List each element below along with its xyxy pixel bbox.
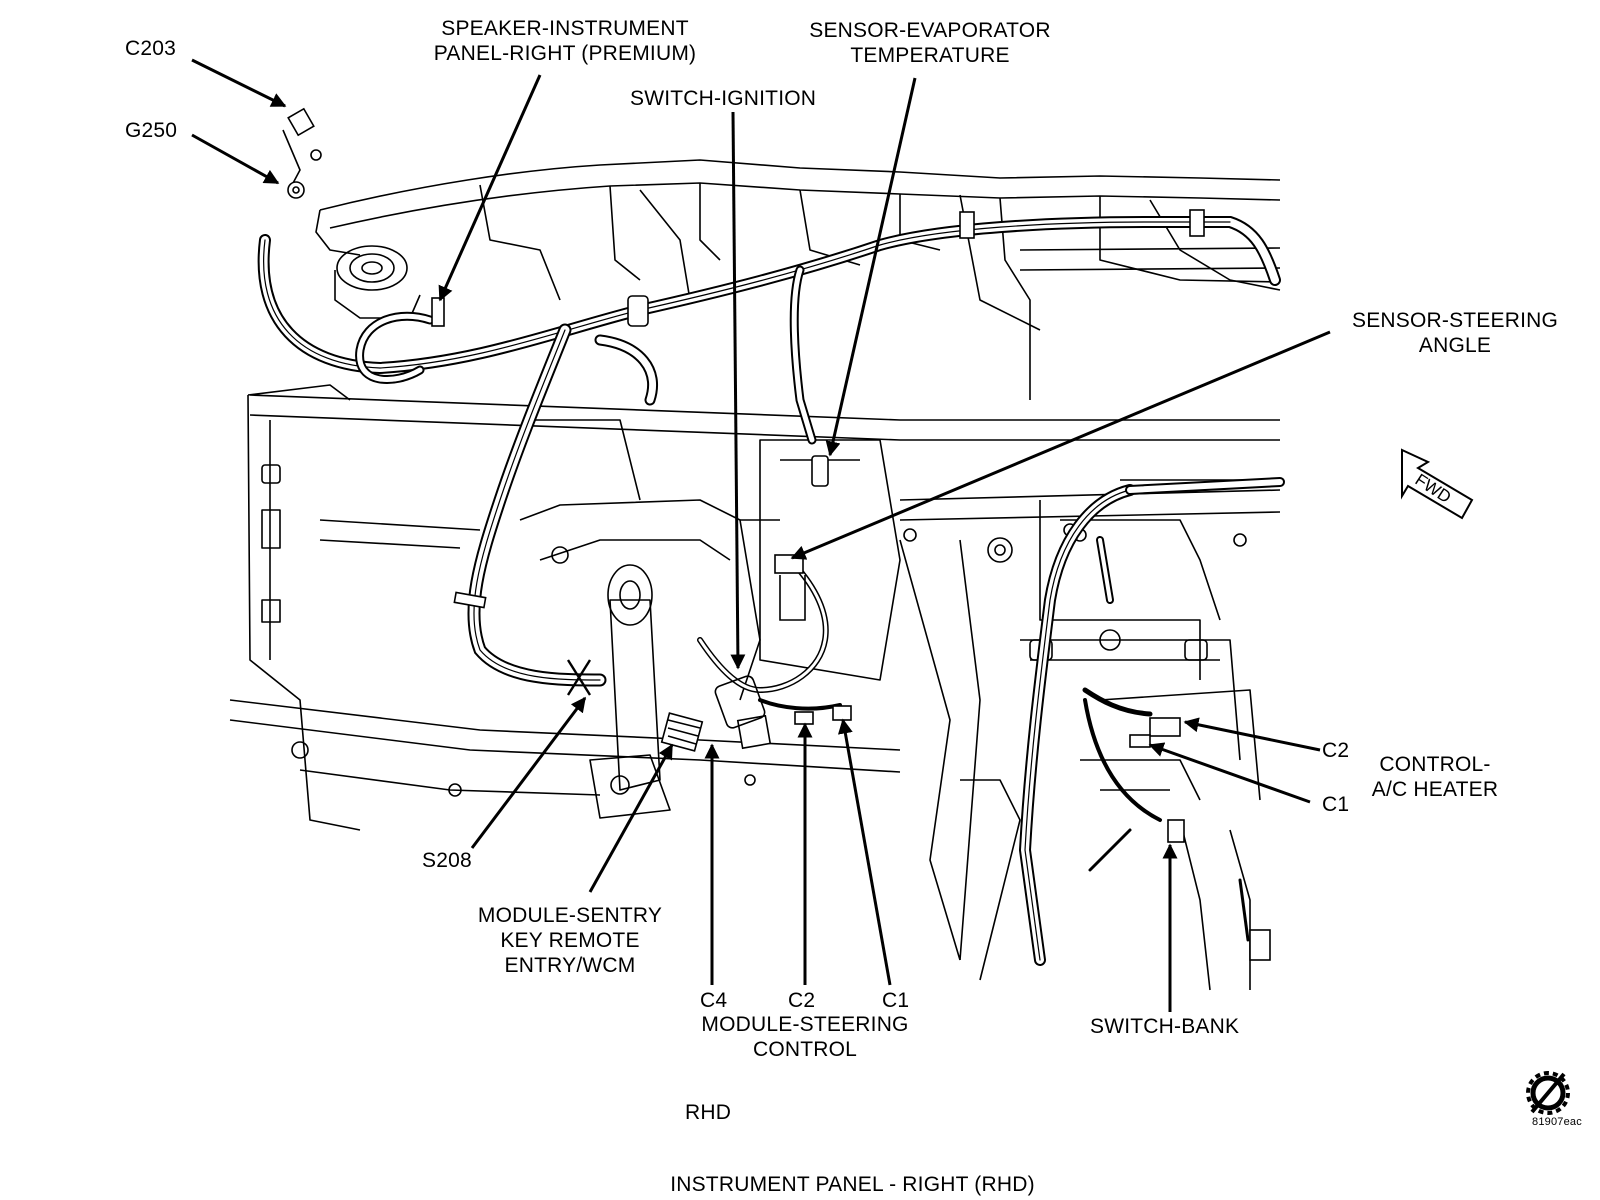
label-c203: C203 (125, 37, 177, 60)
label-ac-heater-line1: CONTROL- (1379, 753, 1491, 776)
connectors (282, 107, 1271, 961)
label-evap-line1: SENSOR-EVAPORATOR (809, 19, 1051, 42)
label-steering-control-module: MODULE-STEERING CONTROL (685, 1012, 925, 1062)
label-sentry-module: MODULE-SENTRY KEY REMOTE ENTRY/WCM (470, 903, 670, 978)
label-switch-bank: SWITCH-BANK (1090, 1015, 1240, 1038)
label-speaker: SPEAKER-INSTRUMENT PANEL-RIGHT (PREMIUM) (420, 16, 710, 66)
label-sentry-line2: KEY REMOTE (500, 929, 640, 952)
label-speaker-line1: SPEAKER-INSTRUMENT (441, 17, 689, 40)
label-steering-angle-sensor: SENSOR-STEERING ANGLE (1340, 308, 1570, 358)
fwd-arrow-icon (1401, 448, 1474, 520)
label-c2: C2 (788, 989, 816, 1012)
label-s208: S208 (422, 849, 472, 872)
label-sentry-line3: ENTRY/WCM (504, 954, 636, 977)
label-steering-angle-line2: ANGLE (1418, 334, 1492, 357)
label-steering-control-line2: CONTROL (752, 1038, 858, 1061)
label-evaporator-sensor: SENSOR-EVAPORATOR TEMPERATURE (795, 18, 1065, 68)
instrument-panel-structure (229, 159, 1281, 991)
label-switch-ignition: SWITCH-IGNITION (630, 87, 817, 110)
label-c1-ac: C1 (1322, 793, 1350, 816)
figure-code: 81907eac (1532, 1116, 1582, 1128)
label-sentry-line1: MODULE-SENTRY (477, 904, 663, 927)
label-ac-heater-control: CONTROL- A/C HEATER (1360, 752, 1510, 802)
label-speaker-line2: PANEL-RIGHT (PREMIUM) (433, 42, 697, 65)
splice-s208-mark (566, 659, 592, 696)
label-c4: C4 (700, 989, 728, 1012)
variant-label: RHD (685, 1101, 732, 1124)
label-evap-line2: TEMPERATURE (850, 44, 1010, 67)
label-steering-control-line1: MODULE-STEERING (701, 1013, 909, 1036)
label-c2-ac: C2 (1322, 739, 1350, 762)
label-g250: G250 (125, 119, 178, 142)
label-c1: C1 (882, 989, 910, 1012)
leader-lines (191, 58, 1331, 1012)
label-ac-heater-line2: A/C HEATER (1371, 778, 1499, 801)
gear-slash-icon (1526, 1071, 1570, 1115)
label-steering-angle-line1: SENSOR-STEERING (1351, 309, 1559, 332)
wiring-harness (257, 216, 1285, 966)
figure-caption: INSTRUMENT PANEL - RIGHT (RHD) (670, 1173, 1035, 1196)
